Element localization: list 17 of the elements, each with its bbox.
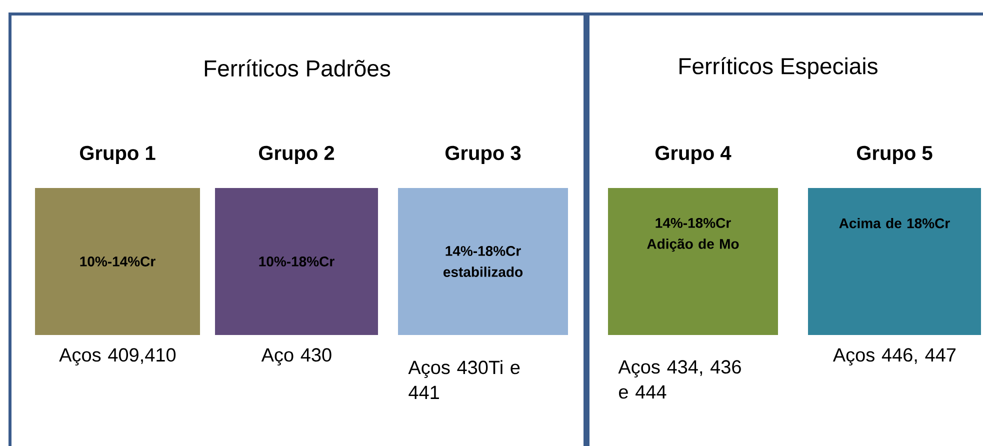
group-heading: Grupo 4 bbox=[655, 146, 732, 164]
panel-title: Ferríticos Padrões bbox=[204, 59, 390, 77]
steel-grades: Aços 434, 436 e 444 bbox=[618, 360, 741, 399]
steel-grades: Aços 446, 447 bbox=[832, 348, 956, 366]
panel-title: Ferríticos Especiais bbox=[680, 57, 878, 79]
steel-grades: Aços 430Ti e 441 bbox=[408, 360, 520, 399]
group-heading: Grupo 5 bbox=[856, 146, 932, 164]
steel-grades: Aços 409,410 bbox=[59, 348, 176, 366]
group-box: 14%-18%Cr estabilizado bbox=[398, 188, 568, 335]
group-box: 14%-18%Cr Adição de Mo bbox=[608, 188, 778, 335]
group-box: 10%-14%Cr bbox=[35, 188, 200, 335]
group-box: 10%-18%Cr bbox=[215, 188, 378, 335]
group-heading: Grupo 1 bbox=[80, 146, 156, 164]
group-heading: Grupo 3 bbox=[445, 146, 521, 164]
group-box: Acima de 18%Cr bbox=[808, 188, 981, 335]
steel-grades: Aço 430 bbox=[261, 348, 332, 366]
group-heading: Grupo 2 bbox=[259, 146, 334, 164]
